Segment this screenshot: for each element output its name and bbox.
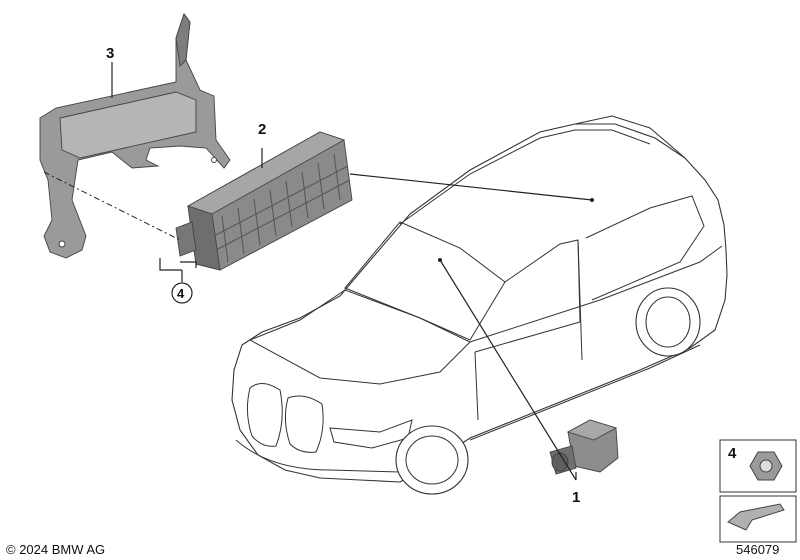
callout-part-3: 3 <box>106 45 114 62</box>
vehicle-rear-spoiler <box>574 115 686 159</box>
vehicle-front-wheel-rim <box>405 435 459 485</box>
sensor-plug <box>551 452 569 472</box>
vehicle-hood <box>248 289 471 385</box>
bracket-hole <box>211 157 217 163</box>
control-unit-ribs <box>213 153 351 263</box>
callout-part-2: 2 <box>258 121 266 138</box>
leader-part-4-b <box>180 261 197 268</box>
copyright: © 2024 BMW AG <box>6 542 105 557</box>
vehicle-bumper-line <box>235 439 401 473</box>
callout-circle-part-4 <box>171 282 193 304</box>
part-1-sensor <box>549 419 619 475</box>
leader-dot <box>438 258 442 262</box>
callout-part-4-box: 4 <box>728 445 737 462</box>
assembly-axis <box>43 171 181 241</box>
reference-box <box>719 495 797 543</box>
vehicle-rear-wheel-rim <box>645 296 691 348</box>
vehicle-outline <box>231 115 728 495</box>
vehicle-roof-line <box>399 129 651 225</box>
callout-part-1: 1 <box>572 489 580 506</box>
callout-part-4-circle: 4 <box>177 286 185 301</box>
control-unit-connector <box>175 221 197 257</box>
vehicle-belt-line <box>469 245 723 343</box>
leader-part-2-to-car <box>349 173 593 201</box>
vehicle-pillar <box>577 239 583 361</box>
bracket-lip <box>175 13 191 67</box>
leader-dot <box>590 198 594 202</box>
vehicle-door-line <box>474 351 479 421</box>
leader-part-1 <box>439 259 577 481</box>
vehicle-side-window-rear <box>585 195 705 301</box>
sensor-top <box>566 419 618 441</box>
vehicle-grille-left <box>246 383 283 447</box>
scale-arrow-icon <box>727 503 785 531</box>
part-2-control-unit <box>175 131 353 271</box>
bracket-face <box>59 91 197 159</box>
diagram-number: 546079 <box>736 542 779 557</box>
vehicle-grille-right <box>284 395 324 453</box>
part-4-box <box>719 439 797 493</box>
vehicle-rocker-line <box>469 344 701 441</box>
leader-part-4-a <box>159 258 182 271</box>
bracket-hole <box>58 240 66 248</box>
part-3-bracket <box>39 13 231 259</box>
nut-hole <box>759 459 773 473</box>
leader-lines <box>43 62 594 481</box>
